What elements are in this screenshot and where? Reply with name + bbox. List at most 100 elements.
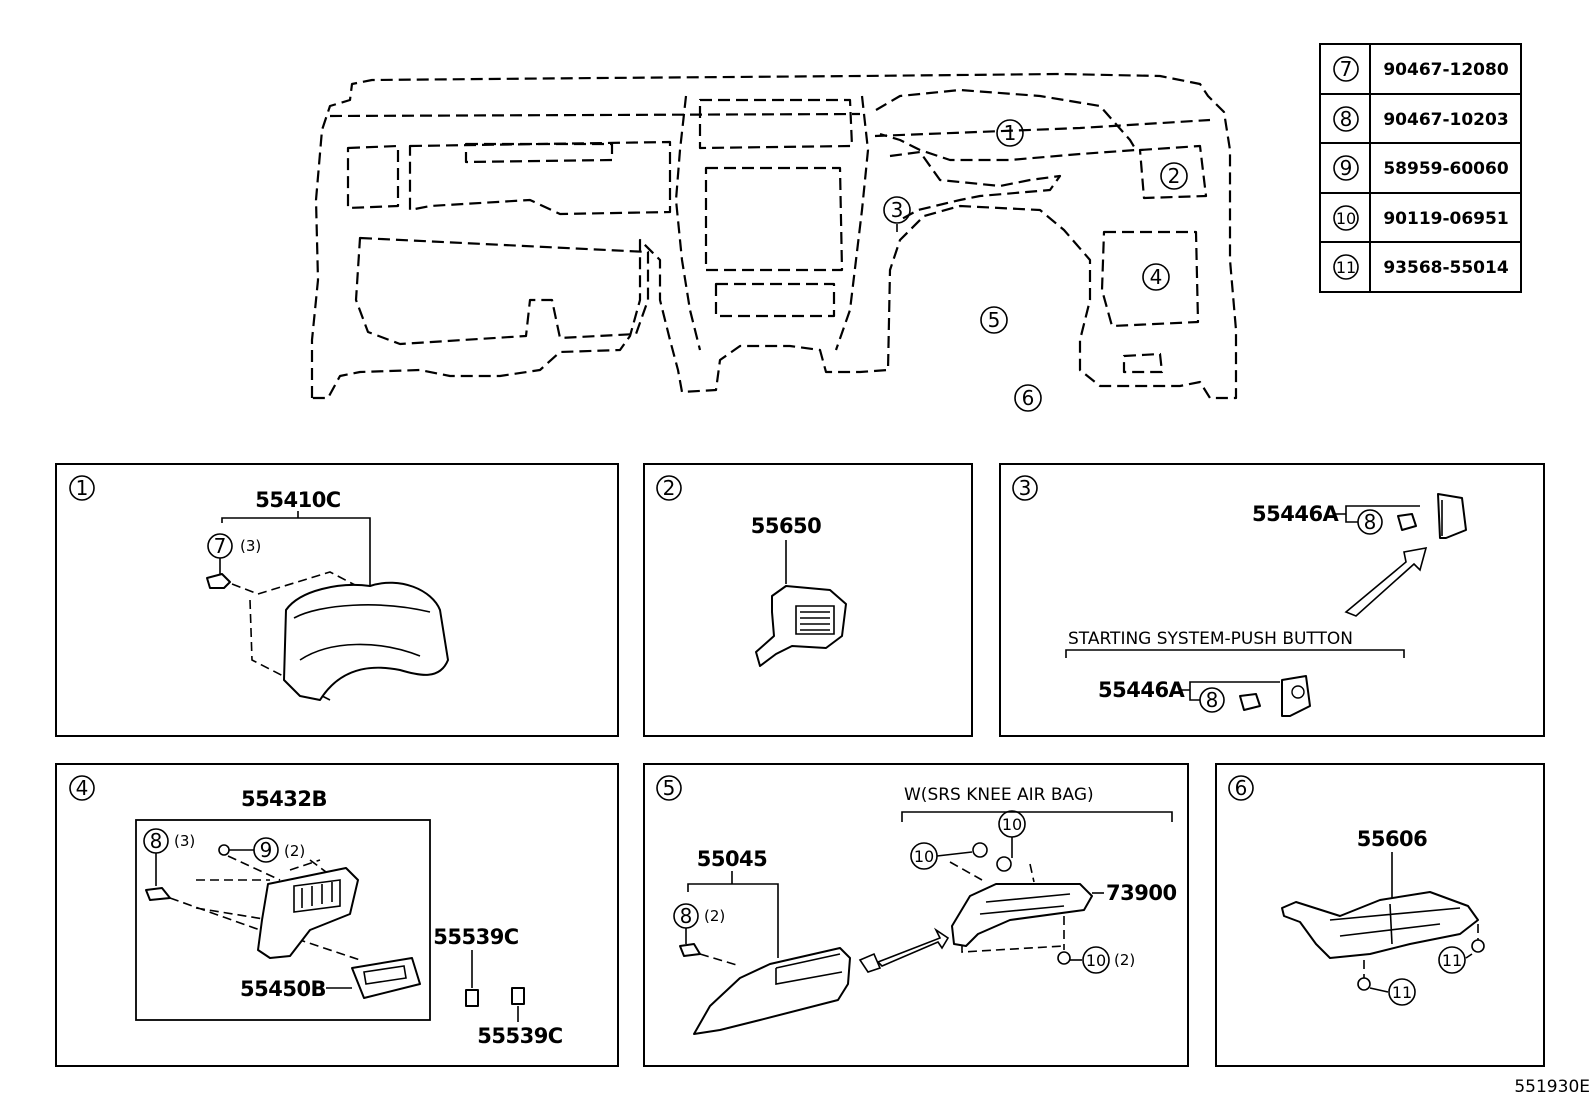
part-label-55446a-top[interactable]: 55446A (1252, 502, 1340, 526)
clip-icon (679, 943, 701, 957)
panel-4[interactable]: 4 55432B 8 (3) 9 (2) 55450B 55539C 55539… (55, 763, 619, 1067)
part-label-55606[interactable]: 55606 (1357, 827, 1428, 851)
panel-number: 2 (663, 476, 676, 500)
clip-icon (145, 887, 171, 901)
panel-number: 3 (1019, 476, 1032, 500)
callout-label: 4 (1150, 265, 1163, 289)
fastener-number: 8 (1206, 688, 1219, 712)
switch-bezel-illustration[interactable] (1437, 493, 1467, 539)
push-button-bezel-illustration[interactable] (1281, 675, 1311, 717)
quantity-label: (2) (704, 907, 725, 925)
part-label-55450b[interactable]: 55450B (240, 977, 327, 1001)
callout-6[interactable]: 6 (1014, 384, 1042, 412)
overview-callouts: 1 2 3 4 5 6 (883, 119, 1188, 412)
fastener-callout[interactable] (1438, 946, 1466, 974)
fastener-number: 11 (1392, 983, 1412, 1002)
table-row[interactable]: 10 90119-06951 (1333, 205, 1509, 231)
quantity-label: (2) (284, 842, 305, 860)
fastener-callout[interactable] (1082, 946, 1110, 974)
panel-5[interactable]: 5 W(SRS KNEE AIR BAG) 55045 8 (2) 10 10 … (643, 763, 1189, 1067)
arrow-icon (1344, 546, 1428, 617)
storage-box-illustration[interactable] (351, 957, 421, 999)
quantity-label: (3) (174, 832, 195, 850)
bolt-icon (1471, 939, 1485, 953)
fastener-number: 8 (1364, 510, 1377, 534)
panel-6[interactable]: 6 55606 11 11 (1215, 763, 1545, 1067)
clip-icon (206, 573, 231, 589)
clip-icon (1239, 693, 1261, 711)
fastener-number: 11 (1442, 951, 1462, 970)
meter-hood-illustration[interactable] (283, 581, 449, 701)
bolt-icon (1357, 977, 1371, 991)
table-row[interactable]: 8 90467-10203 (1333, 106, 1509, 132)
table-part-number: 58959-60060 (1383, 159, 1509, 179)
callout-1[interactable]: 1 (996, 119, 1024, 147)
panel-number: 6 (1235, 776, 1248, 800)
part-label-55446a-bottom[interactable]: 55446A (1098, 678, 1186, 702)
caption-knee-airbag: W(SRS KNEE AIR BAG) (904, 785, 1094, 805)
table-part-number: 90119-06951 (1383, 209, 1508, 229)
fastener-number: 8 (150, 829, 163, 853)
fastener-number: 7 (214, 534, 227, 558)
bolt-icon (996, 856, 1012, 872)
panel-number: 4 (76, 776, 89, 800)
part-label-55650[interactable]: 55650 (751, 514, 822, 538)
fastener-number: 10 (1002, 815, 1022, 834)
panel-2[interactable]: 2 55650 (643, 463, 973, 737)
part-label-55045[interactable]: 55045 (697, 847, 768, 871)
table-row[interactable]: 9 58959-60060 (1333, 155, 1509, 181)
dashboard-overview-drawing (310, 72, 1238, 400)
quantity-label: (2) (1114, 951, 1135, 969)
callout-3[interactable]: 3 (883, 196, 911, 232)
clip-icon (1397, 513, 1417, 531)
fastener-number: 10 (914, 847, 934, 866)
fastener-callout[interactable] (1388, 978, 1416, 1006)
table-row-number: 11 (1336, 258, 1356, 277)
clip-icon (465, 989, 479, 1007)
callout-2[interactable]: 2 (1160, 162, 1188, 190)
fastener-callout[interactable] (253, 837, 279, 863)
table-row-number: 8 (1340, 107, 1353, 131)
table-row-number: 7 (1340, 57, 1353, 81)
panel-number: 1 (76, 476, 89, 500)
panel-number: 5 (663, 776, 676, 800)
callout-label: 3 (891, 198, 904, 222)
illustration-code: 551930E (1514, 1077, 1590, 1097)
panel-3[interactable]: 3 55446A 8 STARTING SYSTEM-PUSH BUTTON 5… (999, 463, 1545, 737)
clip-icon (511, 987, 525, 1005)
fastener-number: 10 (1086, 951, 1106, 970)
table-part-number: 90467-10203 (1383, 110, 1508, 130)
lower-panel-illustration[interactable] (257, 867, 359, 959)
table-row[interactable]: 11 93568-55014 (1333, 254, 1509, 280)
part-label-55539c-top[interactable]: 55539C (433, 925, 519, 949)
table-row[interactable]: 7 90467-12080 (1333, 56, 1509, 82)
callout-label: 5 (988, 308, 1001, 332)
table-part-number: 93568-55014 (1383, 258, 1509, 278)
part-label-55432b[interactable]: 55432B (241, 787, 328, 811)
part-label-55410c[interactable]: 55410C (255, 488, 341, 512)
arrow-icon (876, 927, 950, 967)
fastener-callout[interactable] (1199, 687, 1225, 713)
callout-label: 2 (1168, 164, 1181, 188)
fastener-callout[interactable] (1357, 509, 1383, 535)
lower-finish-panel-illustration[interactable] (693, 947, 851, 1035)
quantity-label: (3) (240, 537, 261, 555)
callout-label: 6 (1022, 386, 1035, 410)
bolt-icon (972, 842, 988, 858)
under-cover-illustration[interactable] (1281, 891, 1479, 959)
bolt-icon (1057, 951, 1071, 965)
knee-airbag-illustration[interactable] (951, 883, 1093, 947)
bolt-icon (218, 844, 230, 856)
caption-starting-system: STARTING SYSTEM-PUSH BUTTON (1068, 629, 1353, 649)
fastener-number: 8 (680, 904, 693, 928)
callout-5[interactable]: 5 (980, 306, 1008, 334)
panel-1[interactable]: 1 55410C 7 (3) (55, 463, 619, 737)
callout-label: 1 (1004, 121, 1017, 145)
air-vent-illustration[interactable] (755, 585, 847, 667)
part-label-73900[interactable]: 73900 (1106, 881, 1177, 905)
part-number-table: 7 90467-12080 8 90467-10203 9 58959-6006… (1319, 43, 1522, 293)
callout-4[interactable]: 4 (1142, 263, 1170, 291)
part-label-55539c-bottom[interactable]: 55539C (477, 1024, 563, 1048)
fastener-number: 9 (260, 838, 273, 862)
